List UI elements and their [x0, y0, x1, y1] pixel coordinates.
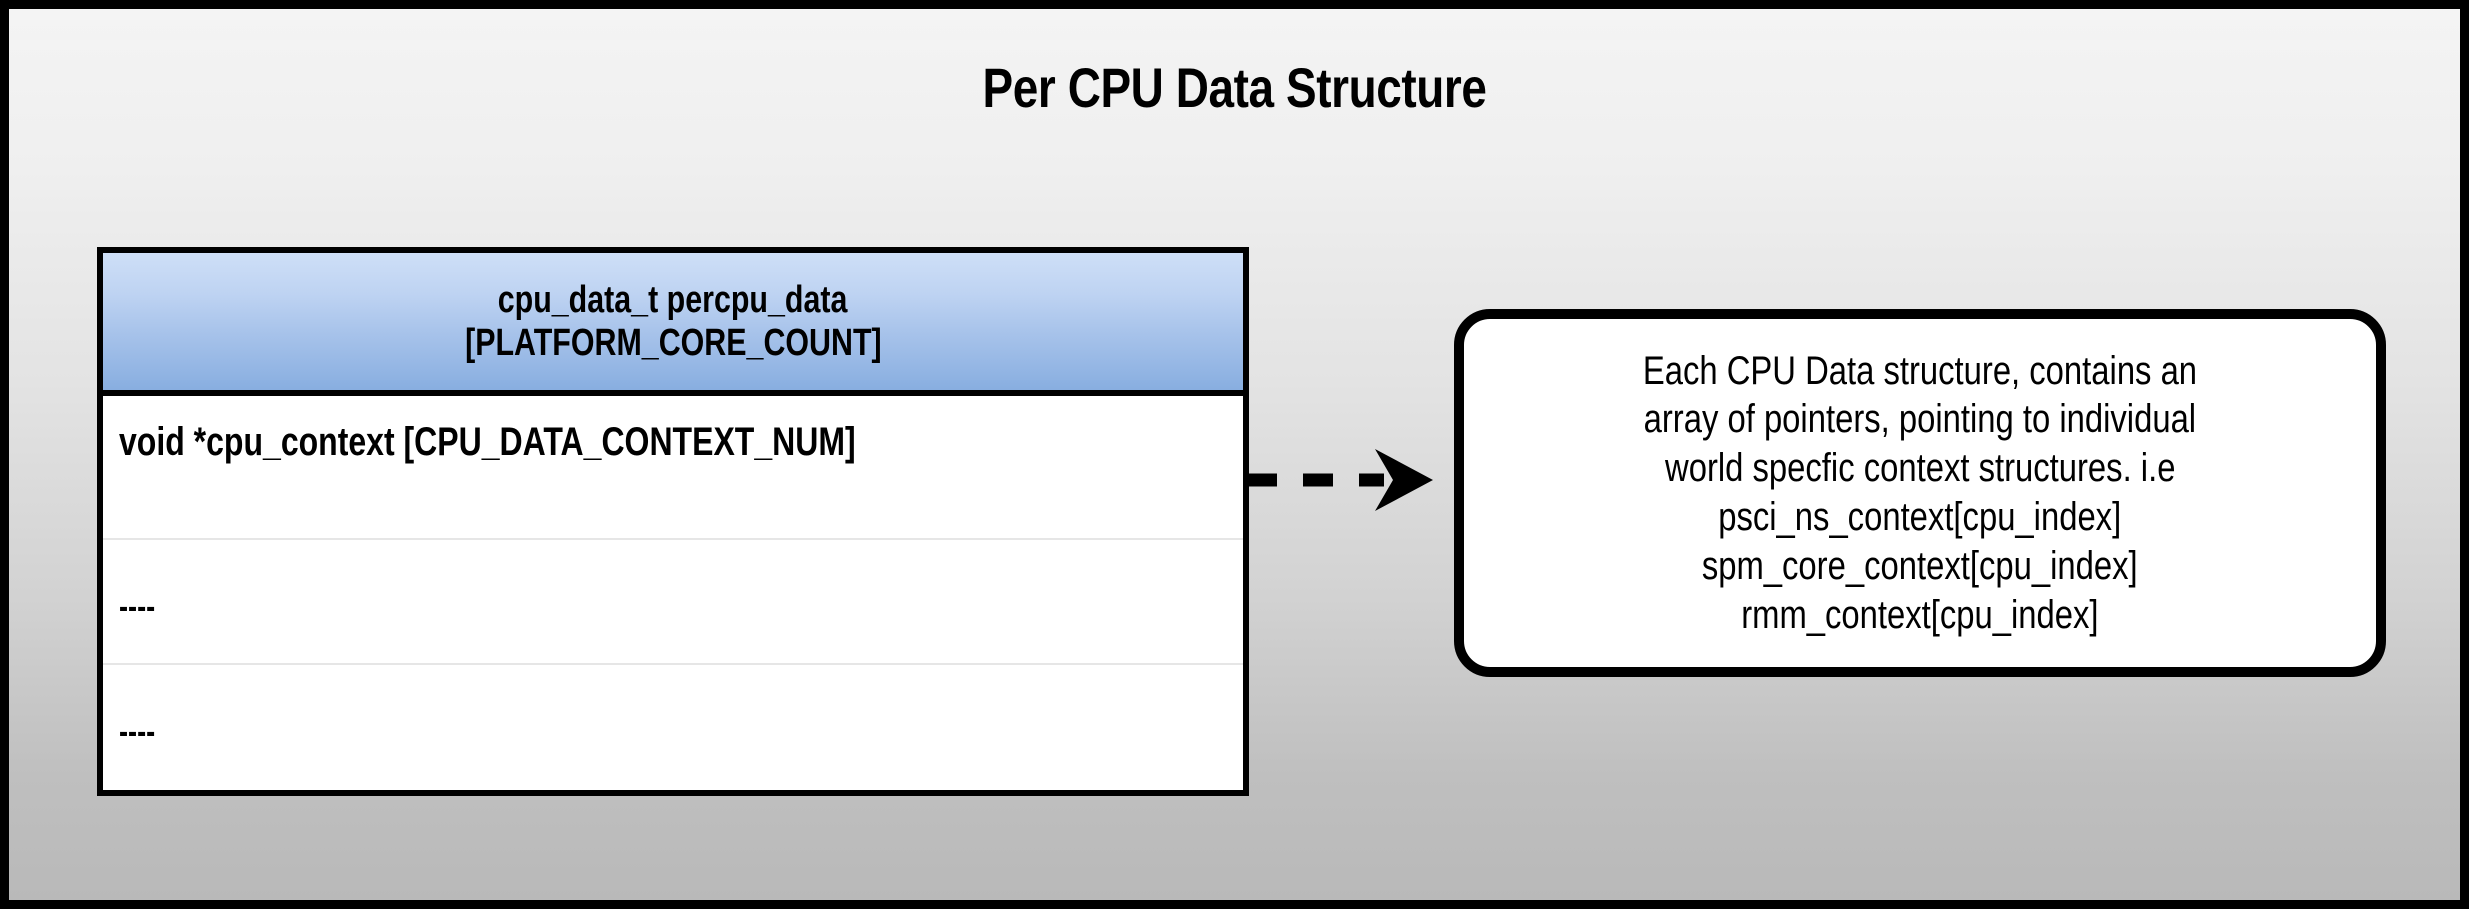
page-title: Per CPU Data Structure [982, 56, 1487, 119]
dashed-arrow-connector [1247, 449, 1437, 511]
callout-line-6: rmm_context[cpu_index] [1741, 592, 2099, 637]
table-row: ---- [103, 665, 1243, 790]
table-row: void *cpu_context [CPU_DATA_CONTEXT_NUM] [103, 396, 1243, 540]
struct-field-cpu-context: void *cpu_context [CPU_DATA_CONTEXT_NUM] [119, 420, 856, 464]
struct-field-placeholder-2: ---- [119, 713, 156, 751]
struct-table-header: cpu_data_t percpu_data [PLATFORM_CORE_CO… [103, 253, 1243, 396]
percpu-data-struct-table: cpu_data_t percpu_data [PLATFORM_CORE_CO… [97, 247, 1249, 796]
struct-table-body: void *cpu_context [CPU_DATA_CONTEXT_NUM]… [103, 396, 1243, 790]
callout-line-2: array of pointers, pointing to individua… [1643, 397, 2197, 442]
callout-line-4: psci_ns_context[cpu_index] [1718, 495, 2122, 539]
struct-header-line-1: cpu_data_t percpu_data [498, 278, 848, 321]
struct-field-placeholder-1: ---- [119, 588, 156, 626]
callout-note: Each CPU Data structure, contains an arr… [1454, 309, 2386, 677]
callout-line-5: spm_core_context[cpu_index] [1702, 543, 2138, 588]
callout-line-1: Each CPU Data structure, contains an [1642, 348, 2198, 393]
struct-header-line-2: [PLATFORM_CORE_COUNT] [464, 321, 882, 364]
callout-line-3: world specfic context structures. i.e [1664, 446, 2176, 491]
table-row: ---- [103, 540, 1243, 665]
arrow-icon [1247, 449, 1433, 511]
